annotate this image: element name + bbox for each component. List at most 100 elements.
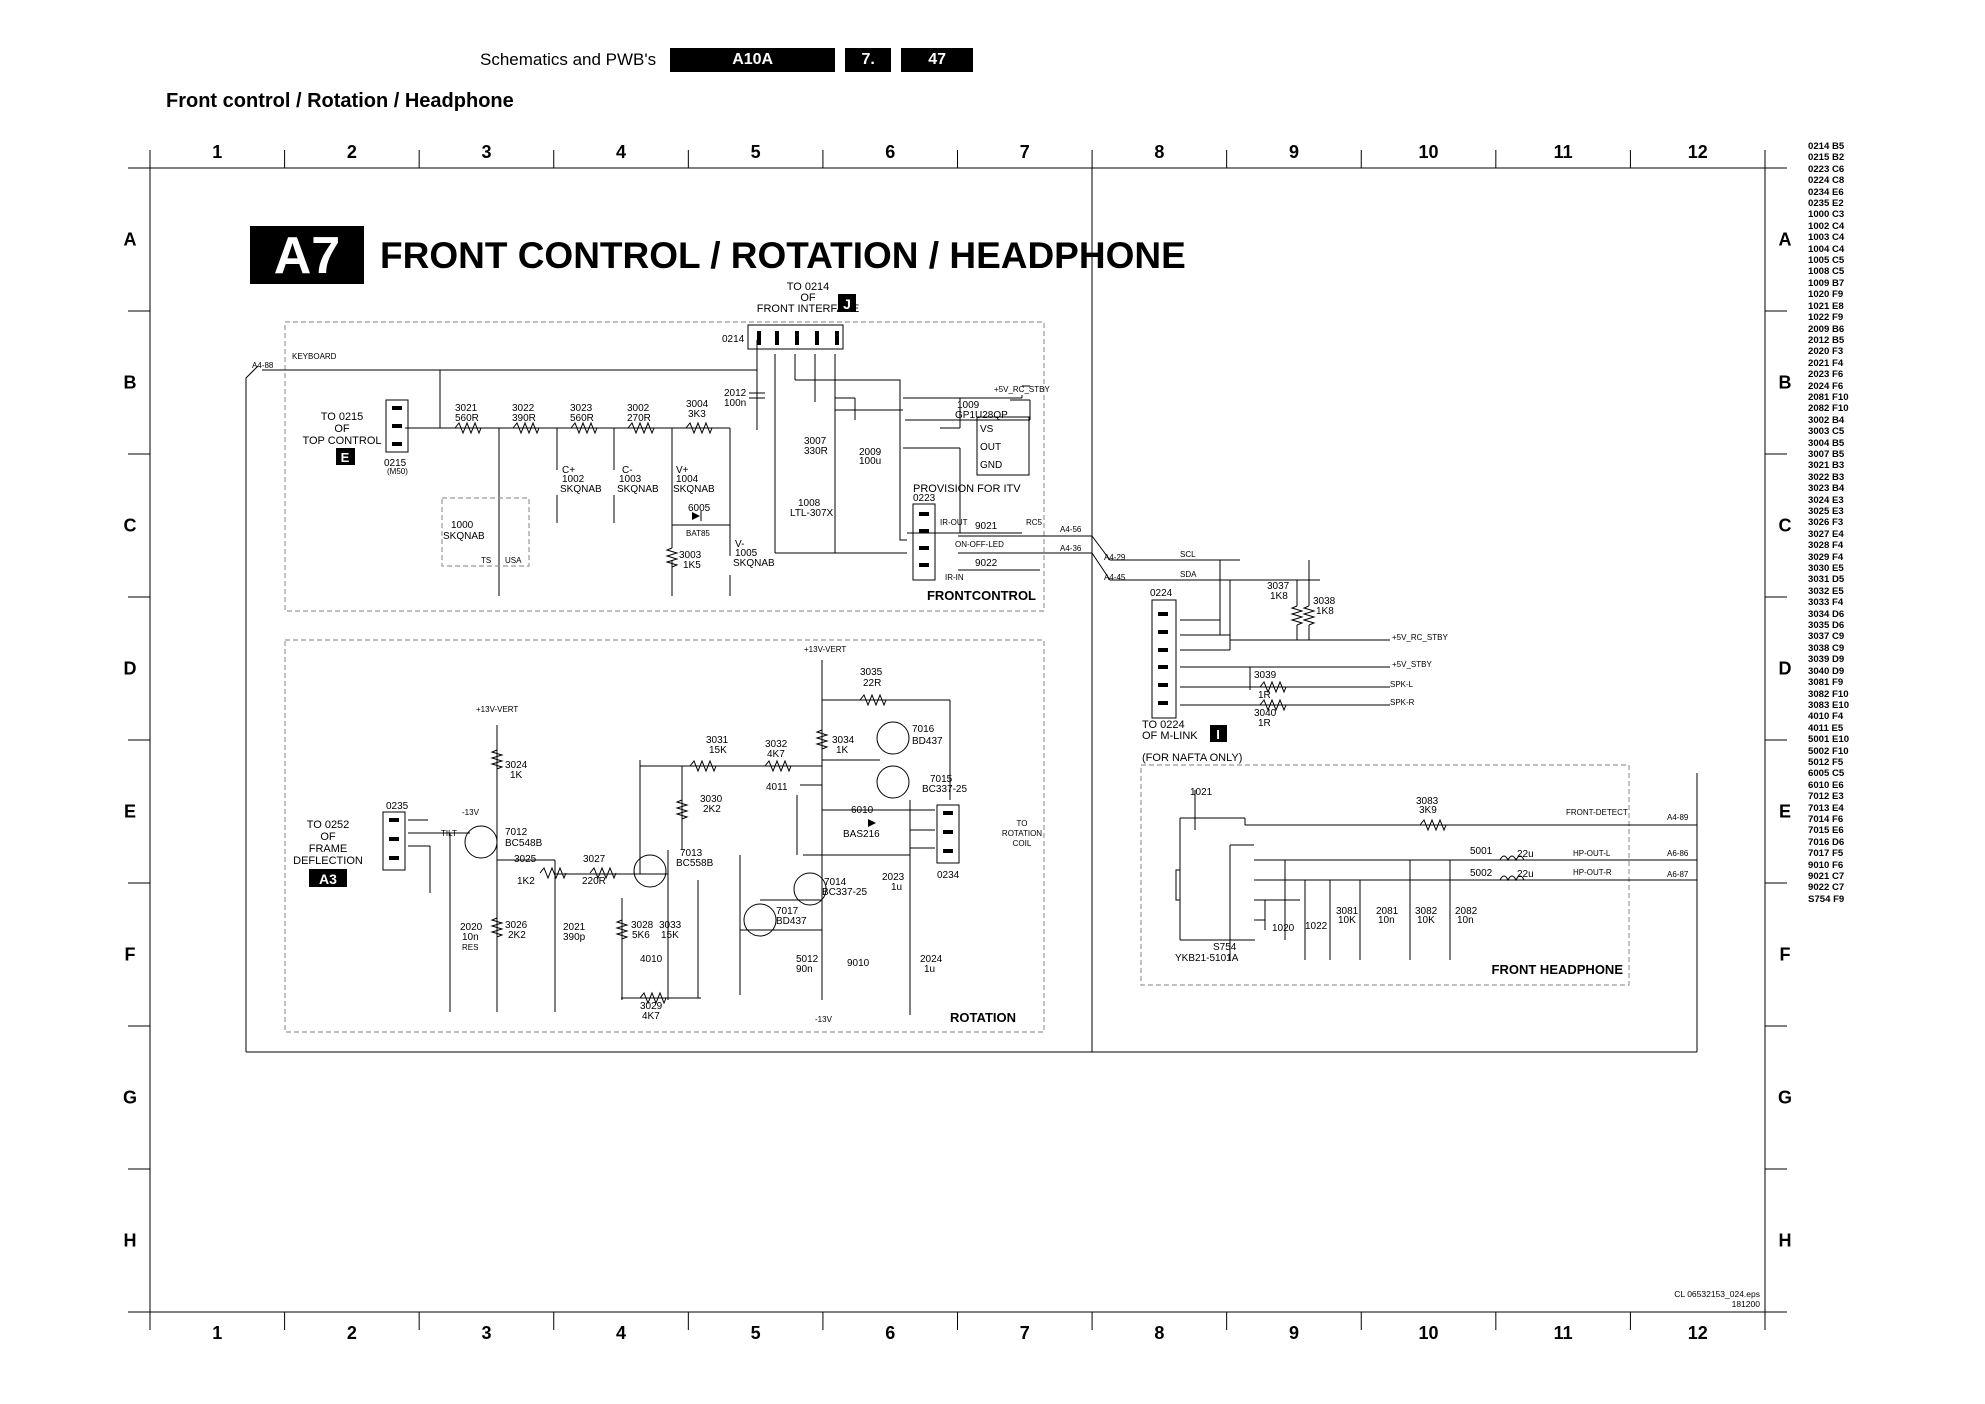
svg-text:2081: 2081 [1376,906,1399,917]
header-page: 47 [901,48,974,72]
svg-text:GND: GND [980,460,1002,471]
svg-text:15K: 15K [709,745,727,756]
svg-text:+5V_RC_STBY: +5V_RC_STBY [1392,633,1448,642]
svg-text:SPK-R: SPK-R [1390,698,1415,707]
grid-row-label: F [125,945,136,965]
transistor-7016 [876,721,910,755]
grid-column-label: 6 [885,1323,895,1343]
grid-column-label: 1 [212,142,222,162]
svg-text:OF M-LINK: OF M-LINK [1142,730,1198,742]
switch-1000-outline [441,497,530,567]
page-subtitle: Front control / Rotation / Headphone [166,90,514,112]
svg-text:0223: 0223 [913,493,936,504]
svg-text:3037: 3037 [1267,581,1290,592]
mlink-wiring [1091,535,1697,960]
svg-text:3034: 3034 [832,735,855,746]
svg-text:BAT85: BAT85 [686,529,710,538]
badge-a3: A3 [319,871,337,887]
transistor-7014 [793,872,827,906]
svg-text:100u: 100u [859,456,881,467]
svg-text:7012: 7012 [505,827,528,838]
svg-text:SCL: SCL [1180,550,1196,559]
resistor-3004 [685,421,713,435]
svg-text:0235: 0235 [386,801,409,812]
frontcontrol-wiring [262,340,1092,596]
svg-text:OUT: OUT [980,442,1001,453]
footer-file: CL 06532153_024.eps [1674,1289,1760,1299]
svg-text:270R: 270R [627,413,651,424]
svg-text:BC337-25: BC337-25 [922,784,967,795]
svg-text:1K8: 1K8 [1270,591,1288,602]
grid-column-label: 8 [1154,1323,1164,1343]
svg-text:BC558B: BC558B [676,858,714,869]
svg-text:(M50): (M50) [387,467,408,476]
svg-text:0214: 0214 [722,334,745,345]
svg-text:390p: 390p [563,932,586,943]
grid-row-label: F [1780,945,1791,965]
svg-text:A4-56: A4-56 [1060,525,1082,534]
svg-text:22R: 22R [863,678,881,689]
svg-text:TO 0214: TO 0214 [787,281,830,293]
svg-text:0215: 0215 [384,458,407,469]
svg-text:5001: 5001 [1470,846,1493,857]
rotation-text: +13V-VERT +13V-VERT TO 0252 OF FRAME DEF… [293,645,1042,1024]
svg-text:BC337-25: BC337-25 [822,887,867,898]
grid-row-label: G [1778,1088,1792,1108]
svg-text:5K6: 5K6 [632,930,650,941]
grid-row-label: A [1779,230,1792,250]
grid-column-label: 12 [1688,1323,1708,1343]
section-badge [250,226,364,284]
grid-column-label: 10 [1419,1323,1439,1343]
svg-text:9021: 9021 [975,521,998,532]
svg-text:-13V: -13V [462,808,480,817]
transistor-7017 [743,903,777,937]
svg-text:10K: 10K [1417,915,1435,926]
svg-text:1005: 1005 [735,548,758,559]
svg-text:560R: 560R [570,413,594,424]
svg-text:1K5: 1K5 [683,560,701,571]
rotation-wiring [408,660,951,1015]
grid-column-label: 3 [481,1323,491,1343]
svg-text:C+: C+ [562,465,575,476]
svg-text:FRAME: FRAME [309,843,348,855]
svg-text:10n: 10n [1378,915,1395,926]
svg-text:3032: 3032 [765,739,788,750]
svg-text:1K8: 1K8 [1316,606,1334,617]
svg-text:TO 0252: TO 0252 [307,819,350,831]
rotation-block [284,639,1045,1033]
svg-text:7015: 7015 [930,774,953,785]
grid-column-label: 5 [751,1323,761,1343]
badge-e: E [341,450,350,465]
svg-text:3023: 3023 [570,403,593,414]
svg-text:SKQNAB: SKQNAB [617,484,659,495]
svg-text:3007: 3007 [804,436,827,447]
grid-column-label: 3 [481,142,491,162]
svg-text:4011: 4011 [766,782,788,793]
connector-0234 [936,804,960,864]
svg-text:9010: 9010 [847,958,870,969]
resistor-3003 [665,547,679,568]
svg-text:-13V: -13V [815,1015,833,1024]
connector-0223 [912,503,936,581]
transistor-7012 [464,825,498,859]
svg-text:DEFLECTION: DEFLECTION [293,855,363,867]
grid-column-label: 4 [616,142,626,162]
svg-text:OF: OF [320,831,336,843]
svg-text:TO 0215: TO 0215 [321,411,364,423]
svg-text:SKQNAB: SKQNAB [673,484,715,495]
svg-text:10n: 10n [1457,915,1474,926]
svg-text:VS: VS [980,424,994,435]
grid-row-label: G [123,1088,137,1108]
ic-1009 [976,416,1030,476]
svg-text:KEYBOARD: KEYBOARD [292,352,337,361]
svg-text:0224: 0224 [1150,588,1173,599]
svg-text:OF: OF [800,292,816,304]
svg-text:1021: 1021 [1190,787,1213,798]
svg-text:220R: 220R [582,876,606,887]
svg-text:22u: 22u [1517,869,1534,880]
grid-row-label: H [124,1231,137,1251]
svg-text:1008: 1008 [798,498,821,509]
svg-text:BD437: BD437 [912,736,943,747]
svg-text:1022: 1022 [1305,921,1328,932]
